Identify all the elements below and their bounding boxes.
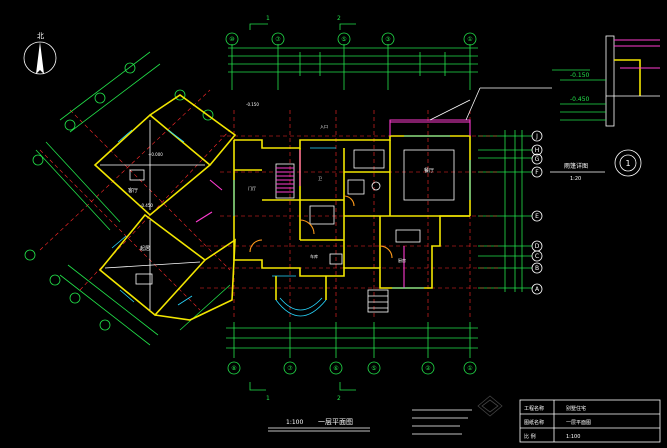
- axis-bubble-right-D: D: [531, 240, 543, 252]
- section-mark-2-bottom: 2: [337, 395, 341, 402]
- svg-text:F: F: [535, 169, 539, 176]
- section-mark-1-bottom: 1: [266, 395, 270, 402]
- detail-scale: 1:20: [570, 176, 581, 182]
- top-axis-bubbles: ⑩ ⑦ ⑤ ③ ①: [225, 32, 477, 46]
- svg-text:起居: 起居: [140, 246, 150, 252]
- svg-text:⑥: ⑥: [333, 365, 338, 372]
- svg-text:门厅: 门厅: [248, 185, 256, 191]
- svg-text:-0.450: -0.450: [570, 96, 590, 103]
- detail-title-block: 雨篷详图 1:20 1: [550, 149, 642, 182]
- svg-text:E: E: [535, 213, 539, 220]
- bottom-dimension-chain: [226, 322, 478, 358]
- stair-icon: [275, 163, 295, 199]
- detail-title: 雨篷详图: [564, 162, 588, 170]
- axis-gridlines: [39, 89, 500, 318]
- svg-text:A: A: [535, 286, 540, 293]
- axis-bubble-bottom-3: ⑤: [367, 361, 381, 375]
- axis-bubble-top-0: ⑩: [225, 32, 239, 46]
- right-axis-bubbles: J H G F E D C B A: [531, 130, 543, 295]
- svg-text:入口: 入口: [320, 124, 328, 129]
- bottom-axis-bubbles: ⑧ ⑦ ⑥ ⑤ ② ①: [227, 361, 477, 375]
- axis-bubble-right-B: B: [531, 262, 543, 274]
- title-block-r1-c1: 一层平面图: [566, 420, 591, 426]
- rotated-wing: 客厅 起居 +0.000 -0.450: [24, 51, 237, 346]
- axis-bubble-bottom-1: ⑦: [283, 361, 297, 375]
- svg-text:+0.000: +0.000: [148, 152, 163, 157]
- title-block-table: 工程名称 别墅住宅 图纸名称 一层平面图 比 例 1:100: [519, 399, 661, 443]
- svg-text:⑧: ⑧: [231, 365, 236, 372]
- axis-bubble-top-2: ⑤: [337, 32, 351, 46]
- section-mark-top: 1 2: [249, 15, 356, 30]
- axis-bubble-top-4: ①: [463, 32, 477, 46]
- title-block-r2-c0: 比 例: [524, 433, 536, 440]
- axis-bubble-right-E: E: [531, 210, 543, 222]
- title-block-r1-c0: 图纸名称: [524, 419, 544, 426]
- main-title: 一层平面图: [318, 418, 353, 426]
- title-block-r0-c1: 别墅住宅: [566, 405, 586, 412]
- axis-bubble-right-H: H: [531, 144, 543, 156]
- svg-text:⑤: ⑤: [371, 365, 376, 372]
- svg-text:卫: 卫: [318, 176, 322, 181]
- svg-text:①: ①: [467, 365, 472, 372]
- axis-bubble-bottom-5: ①: [463, 361, 477, 375]
- section-mark-1-top: 1: [266, 15, 270, 22]
- svg-text:客厅: 客厅: [128, 187, 138, 194]
- svg-text:②: ②: [425, 365, 431, 372]
- axis-bubble-top-1: ⑦: [271, 32, 285, 46]
- svg-text:车库: 车库: [310, 253, 318, 259]
- svg-text:-0.150: -0.150: [570, 72, 590, 79]
- svg-text:-0.450: -0.450: [140, 203, 153, 208]
- top-dimension-chain: [228, 44, 478, 90]
- svg-text:餐厅: 餐厅: [424, 167, 434, 174]
- detail-drawing: -0.150 -0.450: [465, 35, 660, 127]
- axis-bubble-right-A: A: [531, 283, 543, 295]
- title-block-r2-c1: 1:100: [566, 434, 580, 440]
- detail-index-icon: [614, 149, 642, 177]
- section-mark-bottom: 1 2: [249, 382, 356, 402]
- svg-text:G: G: [535, 156, 540, 163]
- svg-text:⑩: ⑩: [229, 36, 234, 43]
- section-mark-2-top: 2: [337, 15, 341, 22]
- svg-text:D: D: [535, 243, 540, 250]
- axis-bubble-bottom-0: ⑧: [227, 361, 241, 375]
- svg-text:-0.150: -0.150: [246, 102, 259, 107]
- right-dimension-chain: [478, 130, 532, 292]
- axis-bubble-bottom-2: ⑥: [329, 361, 343, 375]
- svg-text:③: ③: [385, 36, 390, 43]
- axis-bubble-top-3: ③: [381, 32, 395, 46]
- notes-block: [412, 409, 472, 435]
- axis-bubble-right-F: F: [531, 166, 543, 178]
- north-label: 北: [37, 32, 44, 40]
- axis-bubble-bottom-4: ②: [421, 361, 435, 375]
- svg-text:⑤: ⑤: [341, 36, 346, 43]
- title-block-r0-c0: 工程名称: [524, 405, 544, 412]
- svg-text:①: ①: [467, 36, 472, 43]
- svg-text:厨房: 厨房: [398, 257, 406, 263]
- svg-text:H: H: [535, 147, 540, 154]
- svg-text:⑦: ⑦: [275, 36, 281, 43]
- axis-bubble-right-J: J: [531, 130, 543, 142]
- watermark-logo-icon: [477, 395, 503, 417]
- north-arrow-icon: 北: [23, 32, 57, 75]
- main-title-block: 1:100 一层平面图: [268, 418, 370, 432]
- svg-text:C: C: [535, 253, 539, 260]
- axis-bubble-right-C: C: [531, 250, 543, 262]
- svg-text:B: B: [535, 265, 539, 272]
- detail-index-number: 1: [625, 159, 630, 168]
- entry-steps-icon: [367, 289, 389, 313]
- main-scale: 1:100: [286, 419, 303, 426]
- svg-text:J: J: [535, 133, 538, 140]
- svg-text:⑦: ⑦: [287, 365, 293, 372]
- axis-bubble-right-G: G: [531, 153, 543, 165]
- main-plan-walls: 卫 餐厅 门厅 厨房 车库 入口 -0.150: [233, 99, 471, 317]
